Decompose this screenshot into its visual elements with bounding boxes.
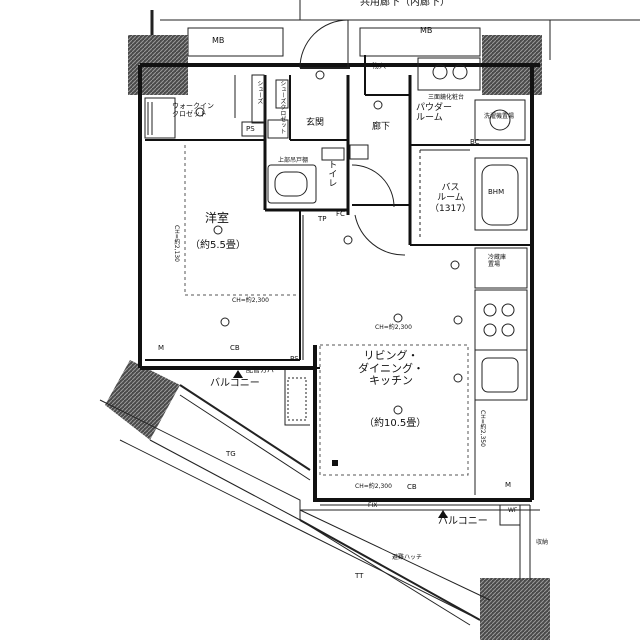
bath-label: バス ルーム （1317） xyxy=(430,183,471,214)
toilet-fixtures xyxy=(267,144,406,256)
mb-left-label: MB xyxy=(212,36,225,45)
toilet-label: トイレ xyxy=(326,160,337,187)
haikan-label: 配管カバー xyxy=(246,366,281,374)
powder-fixtures xyxy=(417,57,526,151)
shoe-cabinet-label: シューズ xyxy=(255,80,263,104)
genkan-label: 玄関 xyxy=(306,118,325,128)
ldk-label: リビング・ ダイニング・ キッチン xyxy=(358,349,424,388)
balcony-left-marker xyxy=(233,370,243,378)
ch-western-a: CH=約2,130 xyxy=(172,225,180,262)
interior-walls xyxy=(145,55,532,361)
closet-fixtures xyxy=(144,74,289,139)
mb-right-box xyxy=(359,27,481,57)
hatch-label: 避難ハッチ xyxy=(392,554,423,561)
corridor-label: 共用廊下（内廊下） xyxy=(360,0,450,8)
ps-mid-label: PS xyxy=(290,355,299,363)
balcony-left xyxy=(149,370,311,521)
mirror-cabinet-label: 三面鏡化粧台 xyxy=(428,94,465,101)
balcony-left-label: バルコニー xyxy=(210,378,260,389)
ch-ldk: CH=約2,300 xyxy=(375,324,412,331)
cb-a-label: CB xyxy=(230,344,240,352)
corridor-area xyxy=(150,0,640,60)
rouka-label: 廊下 xyxy=(372,122,391,132)
ceiling-lights xyxy=(195,70,463,415)
mb-left-box xyxy=(187,27,284,57)
column-balcony-left xyxy=(105,360,180,440)
powder-room-label: パウダー ルーム xyxy=(416,103,453,124)
mb-right-label: MB xyxy=(420,26,433,35)
balcony-bottom-marker xyxy=(438,510,448,518)
wf-label: WF xyxy=(508,507,518,514)
shoe-closet-label: シューズクロゼット xyxy=(278,80,286,134)
ch-kitchen: CH=約2,350 xyxy=(478,410,486,447)
ldk-outline xyxy=(319,344,469,476)
storage-label: 物入 xyxy=(372,62,386,70)
bath-fixtures xyxy=(419,150,528,240)
balcony-bottom-label: バルコニー xyxy=(438,516,488,527)
slab-edges xyxy=(99,399,491,626)
column-bottom-right xyxy=(480,578,550,640)
cb-b-label: CB xyxy=(407,483,417,491)
toilet-shelf-label: 上部吊戸棚 xyxy=(278,157,309,164)
storage-right-label: 収納 xyxy=(536,539,549,546)
m-b-label: M xyxy=(505,481,512,489)
bhm-label: BHM xyxy=(488,188,505,196)
ps-top-label: PS xyxy=(246,125,255,133)
ldk-size-label: （約10.5畳） xyxy=(364,418,427,429)
ch-bottom: CH=約2,300 xyxy=(355,483,392,490)
walkin-closet-label: ウォークイン クロゼット xyxy=(172,102,214,119)
tg-label: TG xyxy=(226,450,236,458)
tp-label: TP xyxy=(318,215,327,223)
outlet-marker xyxy=(332,460,338,466)
entrance-door xyxy=(299,19,350,69)
western-size-label: （約5.5畳） xyxy=(190,240,246,251)
ch-western-b: CH=約2,300 xyxy=(232,297,269,304)
outer-walls xyxy=(138,63,540,502)
kitchen-fixtures xyxy=(474,247,528,495)
tt-label: TT xyxy=(355,572,364,580)
washer-label: 洗濯機置場 xyxy=(484,113,515,120)
western-room-label: 洋室 xyxy=(205,211,230,225)
bc-label: BC xyxy=(470,138,480,146)
fridge-label: 冷蔵庫 置場 xyxy=(488,254,507,268)
m-a-label: M xyxy=(158,344,165,352)
fix-label: FIX xyxy=(368,502,378,509)
fc-label: FC xyxy=(336,210,345,218)
